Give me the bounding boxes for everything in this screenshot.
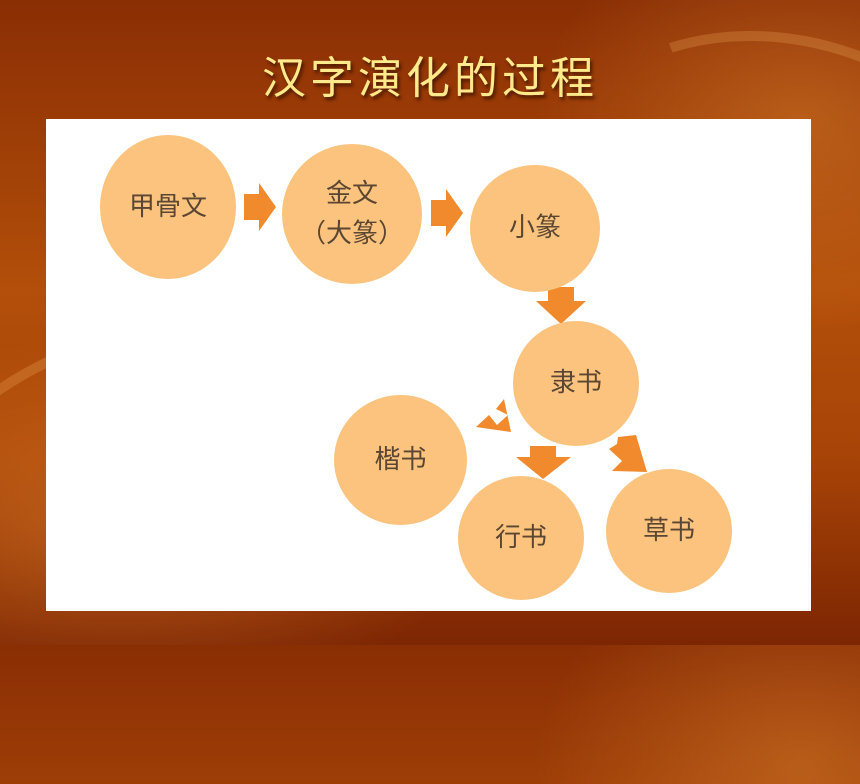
arrow-lishu-to-kaishu [476,399,511,432]
arrow-jiaguwen-to-jinwen [244,183,276,231]
node-label: 隶书 [549,368,602,399]
node-jiaguwen: 甲骨文 [100,135,236,279]
node-label: 甲骨文 [128,191,207,222]
node-label: 楷书 [374,444,427,475]
arrow-lishu-to-xingshu [516,446,571,479]
node-xingshu: 行书 [458,476,584,600]
node-label: 行书 [494,522,547,553]
node-xiaozhuan: 小篆 [470,165,600,292]
node-label: 小篆 [508,213,561,244]
node-caoshu: 草书 [606,469,732,593]
node-kaishu: 楷书 [334,395,467,525]
node-label: （大篆） [299,219,404,249]
slide-title: 汉字演化的过程 [262,53,598,104]
diagram-panel: 甲骨文 金文 （大篆） 小篆 隶书 楷书 行书 草书 [46,119,811,611]
node-label: 金文 [325,178,378,209]
node-lishu: 隶书 [513,321,639,446]
arrow-xiaozhuan-to-lishu [536,287,586,324]
node-label: 草书 [642,515,695,546]
node-jinwen: 金文 （大篆） [282,144,422,284]
arrow-lishu-to-caoshu [609,435,647,472]
arrow-layer [244,183,647,479]
arrow-jinwen-to-xiaozhuan [431,189,463,237]
